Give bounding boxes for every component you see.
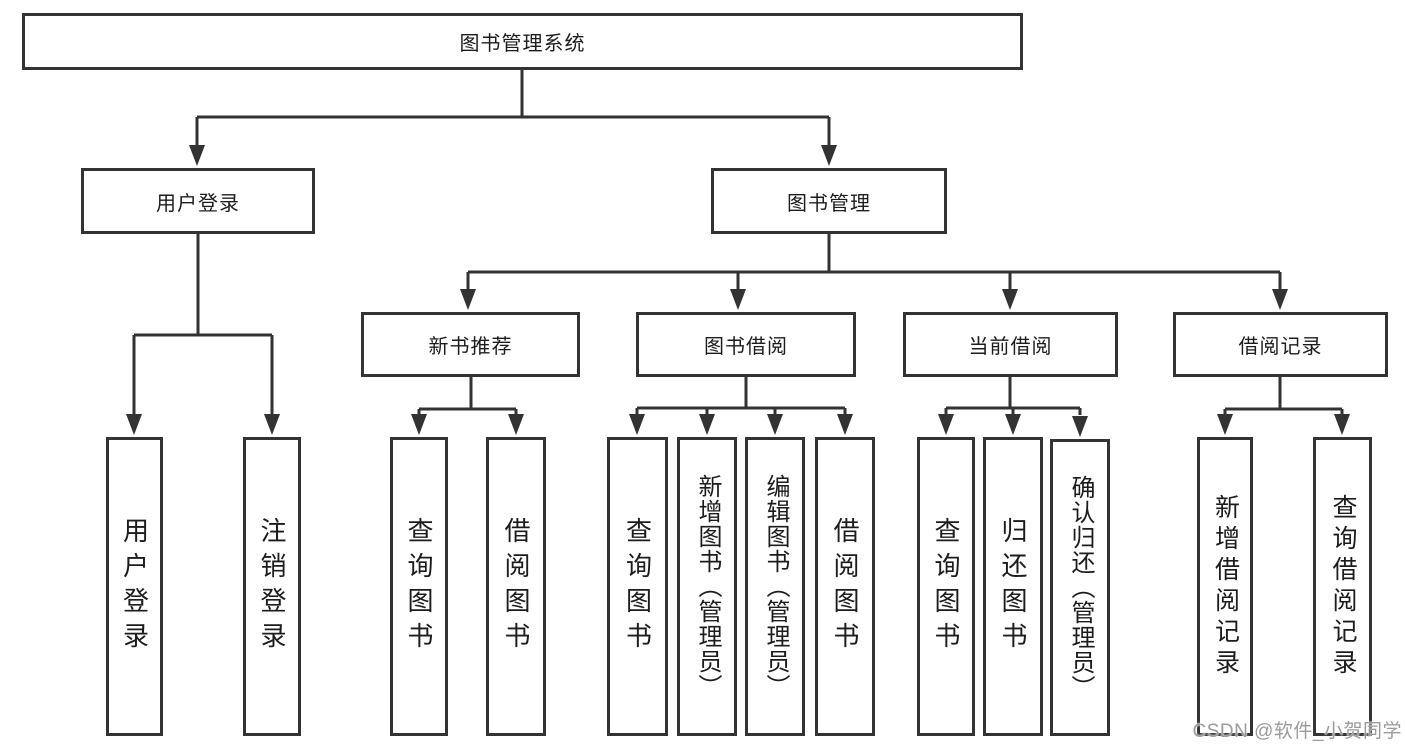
node-current-borrowing: 当前借阅 — [903, 312, 1118, 377]
leaf-borrowing-edit-books-admin: 编辑图书（管理员） — [745, 437, 805, 736]
leaf-records-add-record: 新增借阅记录 — [1197, 437, 1253, 736]
leaf-newbook-borrow-books: 借阅图书 — [486, 437, 546, 736]
node-new-book-recommendation: 新书推荐 — [361, 312, 580, 377]
node-library-system: 图书管理系统 — [22, 13, 1023, 70]
node-book-management: 图书管理 — [711, 168, 947, 234]
leaf-user-login: 用户登录 — [106, 437, 163, 736]
leaf-current-confirm-return-admin: 确认归还（管理员） — [1050, 439, 1110, 736]
node-borrowing-records: 借阅记录 — [1173, 312, 1388, 377]
leaf-records-query-record: 查询借阅记录 — [1313, 437, 1372, 736]
watermark-csdn: CSDN @软件_小贺同学 — [1192, 721, 1402, 742]
leaf-logout-login: 注销登录 — [243, 437, 301, 736]
leaf-borrowing-query-books: 查询图书 — [607, 437, 668, 736]
leaf-current-return-books: 归还图书 — [983, 437, 1043, 736]
node-user-login: 用户登录 — [81, 168, 315, 234]
leaf-borrowing-borrow-books: 借阅图书 — [815, 437, 875, 736]
leaf-current-query-books: 查询图书 — [917, 437, 975, 736]
leaf-newbook-query-books: 查询图书 — [390, 437, 448, 736]
node-book-borrowing: 图书借阅 — [636, 312, 856, 377]
leaf-borrowing-add-books-admin: 新增图书（管理员） — [677, 437, 737, 736]
